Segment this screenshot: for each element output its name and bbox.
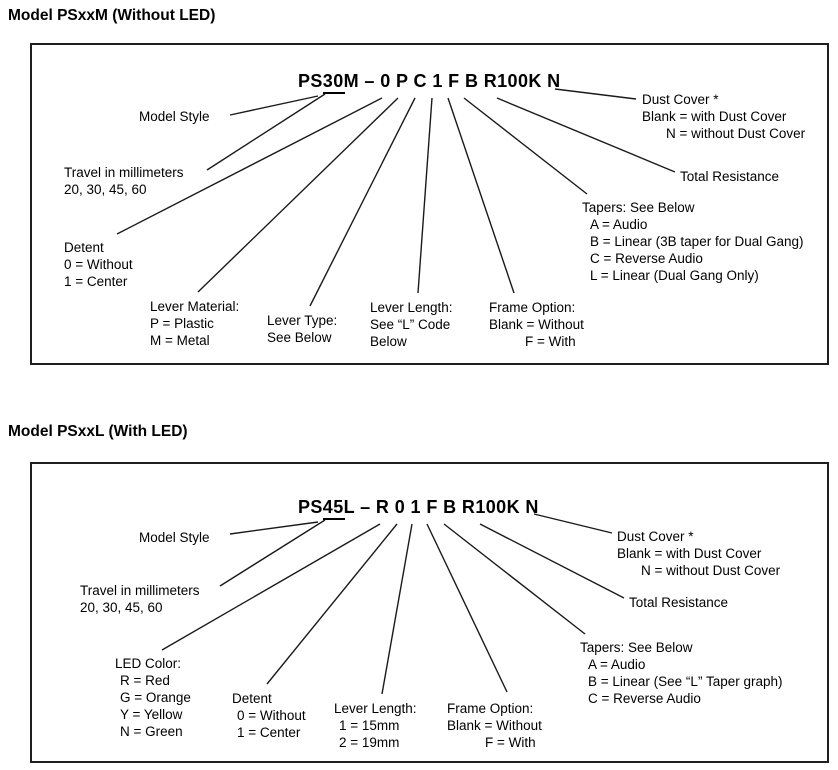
psxxl-diagram-box: PS45L – R 0 1 F B R100K N Model Style Tr…	[30, 462, 829, 763]
callout-line: Model Style	[139, 109, 210, 124]
callout-line: Blank = with Dust Cover	[617, 546, 762, 561]
part-number-psxxl: PS45L – R 0 1 F B R100K N	[298, 497, 539, 517]
leader-lever-material	[197, 97, 399, 293]
callout-frame-option: Frame Option: Blank = Without F = With	[447, 700, 542, 751]
callout-line: A = Audio	[590, 217, 648, 232]
callout-line: Frame Option:	[447, 701, 534, 716]
callout-line: P = Plastic	[150, 316, 214, 331]
callout-line: F = With	[485, 735, 536, 750]
callout-line: R = Red	[120, 673, 170, 688]
leader-tapers	[463, 97, 588, 195]
leader-model-style	[229, 521, 319, 535]
callout-line: Dust Cover *	[642, 92, 719, 107]
callout-line: F = With	[525, 334, 576, 349]
callout-lever-length: Lever Length: 1 = 15mm 2 = 19mm	[334, 700, 417, 751]
leader-tapers	[443, 523, 586, 635]
callout-line: Blank = Without	[489, 317, 584, 332]
callout-line: 20, 30, 45, 60	[64, 182, 147, 197]
callout-line: Y = Yellow	[120, 707, 183, 722]
section-title-psxxm: Model PSxxM (Without LED)	[8, 7, 216, 24]
leader-model-style	[229, 95, 319, 116]
callout-line: G = Orange	[120, 690, 191, 705]
callout-travel: Travel in millimeters 20, 30, 45, 60	[80, 582, 200, 616]
psxxm-diagram-box: PS30M – 0 P C 1 F B R100K N Model Style …	[30, 43, 829, 365]
leader-dust-cover	[554, 88, 637, 100]
callout-line: C = Reverse Audio	[590, 251, 703, 266]
travel-digits-underline	[323, 518, 345, 520]
callout-line: 2 = 19mm	[339, 735, 400, 750]
callout-line: M = Metal	[150, 333, 210, 348]
callout-line: L = Linear (Dual Gang Only)	[590, 268, 759, 283]
callout-line: Model Style	[139, 530, 210, 545]
callout-line: Lever Length:	[334, 701, 417, 716]
callout-line: Dust Cover *	[617, 529, 694, 544]
callout-line: N = without Dust Cover	[666, 126, 806, 141]
callout-detent: Detent 0 = Without 1 = Center	[64, 239, 133, 290]
callout-line: N = without Dust Cover	[641, 563, 781, 578]
section-title-psxxl: Model PSxxL (With LED)	[8, 423, 188, 440]
callout-line: Frame Option:	[489, 300, 576, 315]
callout-lever-material: Lever Material: P = Plastic M = Metal	[150, 298, 239, 349]
callout-led-color: LED Color: R = Red G = Orange Y = Yellow…	[115, 655, 191, 740]
callout-line: Lever Length:	[370, 300, 453, 315]
callout-lever-length: Lever Length: See “L” Code Below	[370, 299, 453, 350]
callout-model-style: Model Style	[139, 529, 210, 546]
callout-line: Detent	[232, 691, 272, 706]
leader-detent	[266, 523, 398, 685]
callout-line: C = Reverse Audio	[588, 691, 701, 706]
callout-detent: Detent 0 = Without 1 = Center	[232, 690, 306, 741]
callout-line: Detent	[64, 240, 104, 255]
callout-line: Tapers: See Below	[580, 640, 693, 655]
callout-travel: Travel in millimeters 20, 30, 45, 60	[64, 164, 184, 198]
leader-total-resistance	[479, 523, 625, 599]
leader-lever-length	[417, 97, 433, 294]
leader-lever-length	[381, 523, 413, 695]
callout-line: 20, 30, 45, 60	[80, 600, 163, 615]
callout-line: 1 = Center	[64, 274, 128, 289]
callout-line: A = Audio	[588, 657, 646, 672]
part-number-psxxm: PS30M – 0 P C 1 F B R100K N	[298, 71, 561, 91]
callout-line: Travel in millimeters	[64, 165, 184, 180]
callout-line: 1 = 15mm	[339, 718, 400, 733]
callout-line: LED Color:	[115, 656, 182, 671]
callout-line: Blank = with Dust Cover	[642, 109, 787, 124]
callout-line: 0 = Without	[64, 257, 133, 272]
callout-line: See Below	[267, 330, 332, 345]
callout-line: Blank = Without	[447, 718, 542, 733]
callout-dust-cover: Dust Cover * Blank = with Dust Cover N =…	[617, 528, 780, 579]
callout-tapers: Tapers: See Below A = Audio B = Linear (…	[582, 199, 804, 284]
callout-line: Total Resistance	[680, 169, 780, 184]
callout-line: 1 = Center	[237, 725, 301, 740]
callout-total-resistance: Total Resistance	[680, 168, 779, 185]
callout-line: Lever Material:	[150, 299, 240, 314]
leader-frame-option	[426, 523, 508, 693]
callout-line: B = Linear (3B taper for Dual Gang)	[590, 234, 804, 249]
callout-line: See “L” Code	[370, 317, 451, 332]
callout-line: 0 = Without	[237, 708, 306, 723]
callout-lever-type: Lever Type: See Below	[267, 312, 337, 346]
callout-line: Below	[370, 334, 407, 349]
callout-model-style: Model Style	[139, 108, 210, 125]
leader-dust-cover	[533, 513, 613, 534]
leader-travel	[206, 93, 326, 171]
callout-line: N = Green	[120, 724, 183, 739]
travel-digits-underline	[323, 92, 345, 94]
callout-line: Travel in millimeters	[80, 583, 200, 598]
leader-frame-option	[447, 97, 515, 294]
leader-travel	[219, 519, 326, 587]
leader-lever-type	[309, 97, 416, 307]
callout-frame-option: Frame Option: Blank = Without F = With	[489, 299, 584, 350]
callout-line: Lever Type:	[267, 313, 338, 328]
callout-line: B = Linear (See “L” Taper graph)	[588, 674, 783, 689]
callout-line: Tapers: See Below	[582, 200, 695, 215]
callout-dust-cover: Dust Cover * Blank = with Dust Cover N =…	[642, 91, 805, 142]
callout-total-resistance: Total Resistance	[629, 594, 728, 611]
callout-line: Total Resistance	[629, 595, 729, 610]
callout-tapers: Tapers: See Below A = Audio B = Linear (…	[580, 639, 782, 707]
